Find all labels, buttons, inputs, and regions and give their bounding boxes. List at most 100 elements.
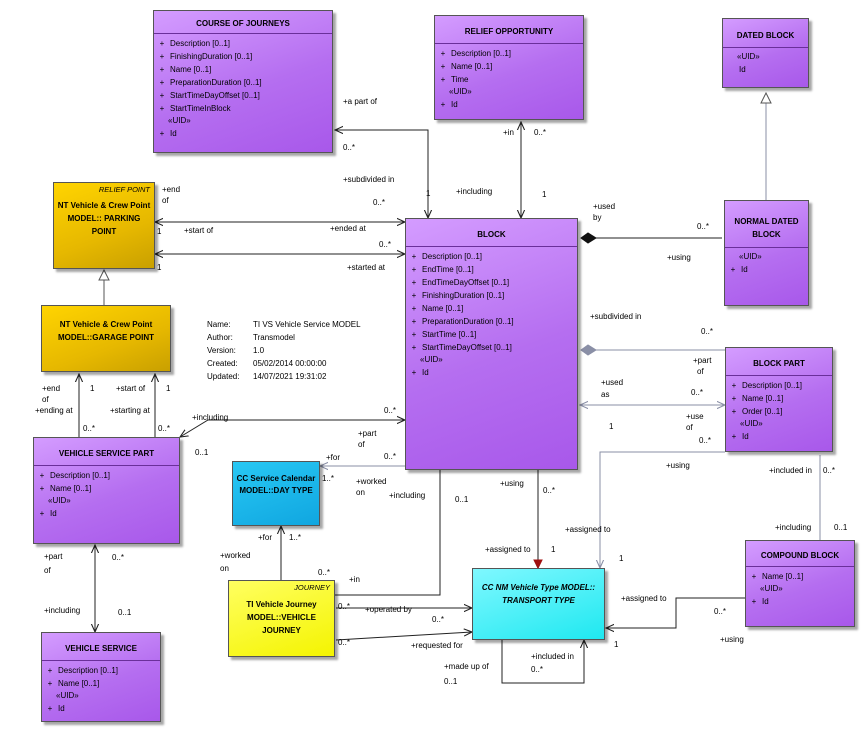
role-label: +used — [593, 202, 616, 211]
role-label: of — [44, 566, 51, 575]
multiplicity-label: 1 — [551, 545, 556, 554]
class-parking-point[interactable]: RELIEF POINT NT Vehicle & Crew Point MOD… — [53, 182, 155, 269]
attribute-list: +Description [0..1] +Name [0..1] +Time — [435, 44, 583, 86]
class-title: VEHICLE SERVICE — [42, 633, 160, 661]
class-vehicle-service[interactable]: VEHICLE SERVICE +Description [0..1] +Nam… — [41, 632, 161, 722]
multiplicity-label: 0..* — [534, 128, 547, 137]
role-label: +end — [42, 384, 61, 393]
note-created-value: 05/02/2014 00:00:00 — [253, 359, 327, 368]
multiplicity-label: 1 — [542, 190, 547, 199]
role-label: +operated by — [365, 605, 412, 614]
note-author-key: Author: — [207, 333, 233, 342]
note-name-value: TI VS Vehicle Service MODEL — [253, 320, 361, 329]
multiplicity-label: 0..* — [701, 327, 714, 336]
multiplicity-label: 0..* — [343, 143, 356, 152]
class-vehicle-journey[interactable]: JOURNEY TI Vehicle Journey MODEL::VEHICL… — [228, 580, 335, 657]
role-label: +for — [258, 533, 273, 542]
multiplicity-label: 0..* — [531, 665, 544, 674]
role-label: of — [686, 423, 693, 432]
attribute-row: +FinishingDuration [0..1] — [411, 291, 505, 300]
attribute-row: +Order [0..1] — [731, 407, 783, 416]
attribute-row: +PreparationDuration [0..1] — [159, 78, 262, 87]
multiplicity-label: 1 — [166, 384, 171, 393]
note-created-key: Created: — [207, 359, 238, 368]
attribute-row: +StartTimeDayOffset [0..1] — [411, 343, 512, 352]
attribute-row: +StartTime [0..1] — [411, 330, 477, 339]
class-normal-dated-block[interactable]: NORMAL DATED BLOCK «UID» +Id — [724, 200, 809, 306]
class-title: DATED BLOCK — [723, 19, 808, 48]
attribute-row: +Description [0..1] — [731, 381, 803, 390]
class-compound-block[interactable]: COMPOUND BLOCK +Name [0..1] «UID» +Id — [745, 540, 855, 627]
role-label: +in — [503, 128, 514, 137]
role-label: on — [356, 488, 365, 497]
attribute-list: +Description [0..1] +Name [0..1] — [42, 661, 160, 690]
edge-course-block — [335, 130, 428, 218]
uid-attribute: +Id — [440, 100, 458, 109]
role-label: on — [220, 564, 229, 573]
role-label: +starting at — [110, 406, 150, 415]
role-label: +subdivided in — [590, 312, 642, 321]
multiplicity-label: 0..* — [543, 486, 556, 495]
attribute-list: +Description [0..1] +FinishingDuration [… — [154, 34, 332, 115]
role-label: +made up of — [444, 662, 489, 671]
class-transport-type[interactable]: CC NM Vehicle Type MODEL:: TRANSPORT TYP… — [472, 568, 605, 640]
note-updated-key: Updated: — [207, 372, 240, 381]
uid-stereotype: «UID» — [48, 496, 71, 505]
class-block-part[interactable]: BLOCK PART +Description [0..1] +Name [0.… — [725, 347, 833, 452]
multiplicity-label: 0..* — [158, 424, 171, 433]
multiplicity-label: 0..* — [318, 568, 331, 577]
class-title: CC Service Calendar MODEL::DAY TYPE — [236, 474, 316, 495]
uid-stereotype: «UID» — [760, 584, 783, 593]
note-updated-value: 14/07/2021 19:31:02 — [253, 372, 327, 381]
attribute-row: +Description [0..1] — [39, 471, 111, 480]
role-label: +using — [500, 479, 524, 488]
multiplicity-label: 0..* — [112, 553, 125, 562]
attribute-row: +Name [0..1] — [751, 572, 804, 581]
stereotype-label: RELIEF POINT — [98, 185, 150, 194]
role-label: +part — [693, 356, 712, 365]
multiplicity-label: 1 — [90, 384, 95, 393]
edge-blockpart-transport — [600, 451, 725, 568]
arrow-head-red — [533, 559, 543, 570]
role-label: +including — [192, 413, 229, 422]
multiplicity-label: 0..* — [691, 388, 704, 397]
edge-transport-self — [501, 640, 584, 684]
role-label: +including — [44, 606, 81, 615]
multiplicity-label: 0..* — [83, 424, 96, 433]
attribute-row: +Name [0..1] — [159, 65, 212, 74]
role-label: +in — [349, 575, 360, 584]
class-title: VEHICLE SERVICE PART — [34, 438, 179, 466]
class-dated-block[interactable]: DATED BLOCK «UID» Id — [722, 18, 809, 88]
attribute-list: +Description [0..1] +Name [0..1] +Order … — [726, 376, 832, 418]
multiplicity-label: 0..* — [697, 222, 710, 231]
attribute-row: +Name [0..1] — [47, 679, 100, 688]
class-day-type[interactable]: CC Service Calendar MODEL::DAY TYPE — [232, 461, 320, 526]
attribute-row: +Description [0..1] — [159, 39, 231, 48]
multiplicity-label: 0..* — [699, 436, 712, 445]
multiplicity-label: 1..* — [289, 533, 302, 542]
attribute-row: +Time — [440, 75, 469, 84]
role-label: +worked — [356, 477, 387, 486]
composition-diamond-normaldated — [580, 232, 597, 244]
role-label: of — [162, 196, 169, 205]
class-vehicle-service-part[interactable]: VEHICLE SERVICE PART +Description [0..1]… — [33, 437, 180, 544]
uid-attribute: +Id — [411, 368, 429, 377]
class-course-of-journeys[interactable]: COURSE OF JOURNEYS +Description [0..1] +… — [153, 10, 333, 153]
multiplicity-label: 0..* — [384, 452, 397, 461]
class-garage-point[interactable]: NT Vehicle & Crew Point MODEL::GARAGE PO… — [41, 305, 171, 372]
uid-attribute: +Id — [159, 129, 177, 138]
role-label: +part — [358, 429, 377, 438]
class-relief-opportunity[interactable]: RELIEF OPPORTUNITY +Description [0..1] +… — [434, 15, 584, 120]
uid-stereotype: «UID» — [737, 52, 760, 61]
role-label: +included in — [531, 652, 574, 661]
multiplicity-label: 1..* — [322, 474, 335, 483]
attribute-row: +Name [0..1] — [731, 394, 784, 403]
multiplicity-label: 0..* — [379, 240, 392, 249]
multiplicity-label: 1 — [157, 263, 162, 272]
multiplicity-label: 1 — [614, 640, 619, 649]
class-block[interactable]: BLOCK +Description [0..1] +EndTime [0..1… — [405, 218, 578, 470]
multiplicity-label: 1 — [426, 189, 431, 198]
attribute-row: +Name [0..1] — [39, 484, 92, 493]
uid-attribute: +Id — [730, 265, 748, 274]
edge-vj-block — [335, 470, 441, 596]
